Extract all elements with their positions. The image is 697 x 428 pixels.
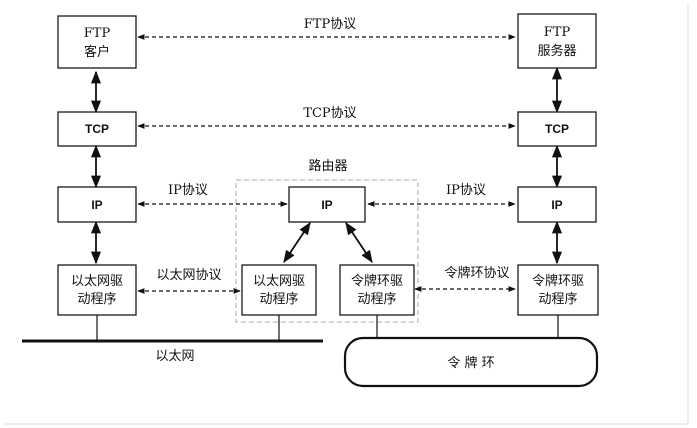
ftp-client-line1: FTP (84, 26, 111, 41)
tcp-right-label: TCP (545, 122, 569, 136)
token-ring-label: 令 牌 环 (447, 355, 494, 371)
ip-left-protocol-label: IP协议 (168, 183, 208, 198)
tcp-right-box: TCP (517, 111, 597, 147)
ip-left-box: IP (57, 186, 137, 223)
ftp-server-line2: 服务器 (537, 43, 576, 59)
token-ring-protocol-label: 令牌环协议 (444, 265, 509, 281)
ftp-client-line2: 客户 (84, 44, 110, 60)
ip-left-label: IP (91, 198, 102, 212)
router-label: 路由器 (308, 158, 347, 174)
eth-driver-router-line2: 动程序 (259, 292, 298, 307)
ip-right-box: IP (517, 186, 597, 223)
token-driver-right-line1: 令牌环驱 (532, 273, 584, 289)
ip-router-label: IP (321, 198, 332, 212)
ip-router-box: IP (288, 186, 366, 223)
token-driver-router-box: 令牌环驱 动程序 (339, 264, 415, 316)
ftp-client-box: FTP 客户 (57, 15, 137, 69)
token-driver-right-box: 令牌环驱 动程序 (517, 264, 599, 316)
token-ring-loop (343, 336, 599, 388)
ftp-server-line1: FTP (544, 25, 571, 40)
tcp-left-box: TCP (57, 111, 137, 147)
eth-driver-left-line2: 动程序 (77, 292, 116, 307)
ip-right-label: IP (551, 198, 562, 212)
router-ip-eth-link (283, 221, 311, 264)
router-ip-token-link (345, 221, 373, 264)
eth-driver-left-box: 以太网驱 动程序 (57, 264, 137, 316)
ftp-protocol-label: FTP协议 (304, 17, 356, 32)
ethernet-protocol-label: 以太网协议 (156, 268, 221, 283)
token-driver-right-line2: 动程序 (538, 292, 577, 307)
router-boundary (235, 179, 419, 323)
token-driver-router-line1: 令牌环驱 (351, 273, 403, 289)
eth-driver-router-box: 以太网驱 动程序 (241, 264, 317, 316)
tcp-protocol-label: TCP协议 (303, 106, 356, 121)
ethernet-label: 以太网 (155, 349, 194, 364)
token-driver-router-line2: 动程序 (357, 292, 396, 307)
eth-driver-left-line1: 以太网驱 (71, 274, 123, 289)
ftp-server-box: FTP 服务器 (517, 13, 597, 69)
ip-right-protocol-label: IP协议 (446, 183, 486, 198)
tcp-left-label: TCP (85, 122, 109, 136)
eth-driver-router-line1: 以太网驱 (253, 274, 305, 289)
